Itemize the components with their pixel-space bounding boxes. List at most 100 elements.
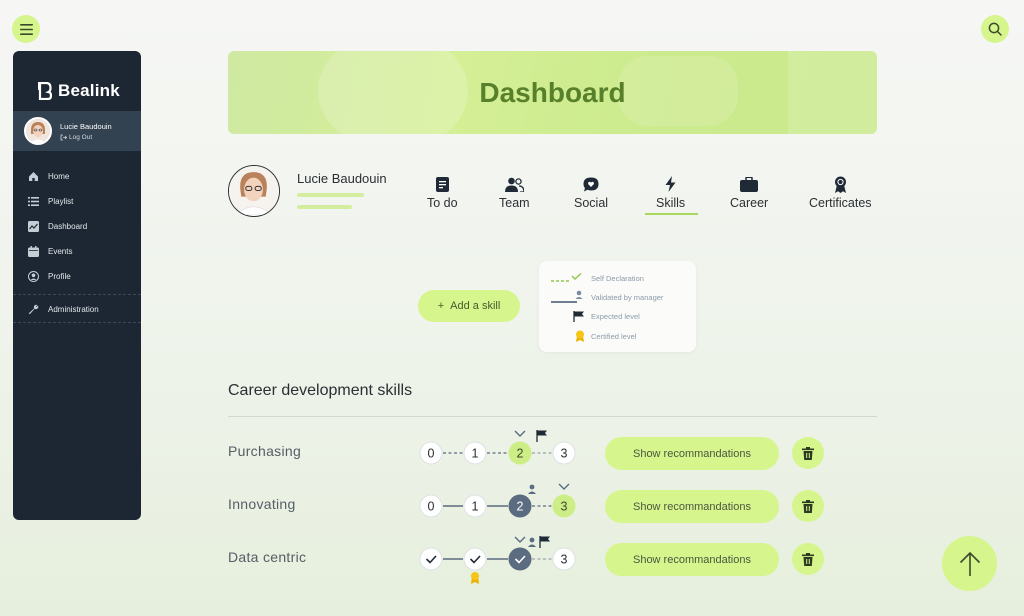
add-skill-button[interactable]: + Add a skill [418, 290, 520, 322]
sidebar-user-name: Lucie Baudouin [60, 121, 112, 131]
section-title: Career development skills [228, 382, 413, 399]
level-node: 2 [508, 494, 532, 518]
chat-icon [583, 177, 599, 191]
delete-skill-button[interactable] [792, 490, 824, 522]
home-icon [29, 172, 38, 181]
avatar-portrait-icon [229, 166, 278, 216]
expected-flag-icon [536, 430, 547, 442]
level-label: 1 [472, 500, 479, 514]
show-recommendations-button[interactable]: Show recommandations [605, 437, 779, 470]
plus-icon: + [437, 300, 445, 312]
level-label: 2 [517, 447, 524, 461]
tab-certificates[interactable]: Certificates [809, 174, 872, 210]
sidebar-item-dashboard[interactable]: Dashboard [13, 214, 141, 239]
sidebar-item-label: Profile [48, 272, 71, 281]
section-divider [228, 416, 877, 417]
level-label: 1 [472, 447, 479, 461]
search-button[interactable] [981, 15, 1009, 43]
chart-icon [28, 221, 39, 232]
level-node: 3 [552, 547, 576, 571]
skill-name: Data centric [228, 549, 307, 565]
sidebar-item-administration[interactable]: Administration [13, 297, 141, 322]
team-icon [504, 177, 524, 192]
delete-skill-button[interactable] [792, 437, 824, 469]
flag-icon [573, 311, 584, 322]
logout-label: Log Out [69, 133, 93, 141]
tab-todo[interactable]: To do [427, 174, 458, 210]
legend-label: Validated by manager [591, 292, 664, 302]
level-node: 3 [552, 441, 576, 465]
legend-label: Expected level [591, 312, 640, 321]
tab-label: Career [730, 196, 769, 210]
level-circle [419, 547, 443, 571]
briefcase-icon [740, 176, 759, 192]
level-node [463, 547, 487, 571]
avatar[interactable] [24, 117, 52, 145]
sidebar-item-label: Playlist [48, 197, 74, 206]
tab-career[interactable]: Career [730, 174, 768, 210]
level-circle [552, 547, 576, 571]
level-node: 0 [419, 441, 443, 465]
certified-medal-icon [471, 572, 479, 584]
level-label: 3 [561, 447, 568, 461]
sidebar-item-events[interactable]: Events [13, 239, 141, 264]
self-declaration-marker-icon [558, 483, 570, 490]
legend-label: Self Declaration [591, 273, 644, 283]
show-recommendations-button[interactable]: Show recommandations [605, 543, 779, 576]
level-node: 0 [419, 494, 443, 518]
tab-skills[interactable]: Skills [656, 174, 685, 210]
search-icon [988, 22, 1002, 36]
trash-icon [802, 499, 814, 513]
skills-legend: Self Declaration Validated by manager Ex… [539, 261, 696, 352]
profile-avatar[interactable] [228, 165, 280, 217]
sidebar-item-home[interactable]: Home [13, 164, 141, 189]
sidebar-item-profile[interactable]: Profile [13, 264, 141, 289]
profile-progress-bar [297, 205, 352, 209]
sidebar-item-label: Home [48, 172, 70, 181]
calendar-icon [28, 246, 39, 257]
profile-progress-bar [297, 193, 364, 197]
show-recommendations-button[interactable]: Show recommandations [605, 490, 779, 523]
check-icon [514, 555, 526, 564]
level-label: 3 [561, 553, 568, 567]
level-node: 1 [463, 494, 487, 518]
self-declaration-marker-icon [514, 430, 526, 437]
expected-flag-icon [539, 536, 550, 548]
menu-button[interactable] [12, 15, 40, 43]
level-node: 2 [508, 441, 532, 465]
list-icon [28, 197, 39, 206]
skill-level-track[interactable]: 0 1 2 3 [410, 428, 590, 478]
user-box: Lucie Baudouin Log Out [13, 111, 141, 151]
sidebar-divider [13, 294, 141, 295]
banner-decoration [318, 51, 468, 134]
arrow-up-icon [959, 551, 980, 576]
tab-social[interactable]: Social [574, 174, 608, 210]
logout-link[interactable]: Log Out [60, 134, 112, 141]
manager-marker-icon [528, 537, 536, 547]
legend-expected-level: Expected level [539, 311, 640, 322]
level-circle [508, 547, 532, 571]
level-circle [419, 494, 443, 518]
level-circle [508, 441, 532, 465]
scroll-top-button[interactable] [942, 536, 997, 591]
brand-logo[interactable]: Bealink [13, 51, 141, 111]
level-circle [463, 547, 487, 571]
level-circle [463, 441, 487, 465]
sidebar-item-playlist[interactable]: Playlist [13, 189, 141, 214]
manager-marker-icon [528, 484, 536, 494]
level-circle [463, 494, 487, 518]
sidebar-divider [13, 322, 141, 323]
tab-team[interactable]: Team [499, 174, 530, 210]
level-circle [419, 441, 443, 465]
delete-skill-button[interactable] [792, 543, 824, 575]
self-declaration-icon [551, 273, 582, 282]
level-circle [552, 441, 576, 465]
medal-icon [576, 330, 584, 342]
check-icon [425, 555, 437, 564]
tab-label: Skills [656, 196, 686, 210]
skill-level-track[interactable]: 3 [410, 534, 590, 584]
legend-validated-by-manager: Validated by manager [539, 290, 663, 304]
sidebar-item-label: Dashboard [48, 222, 88, 231]
level-label: 0 [428, 447, 435, 461]
